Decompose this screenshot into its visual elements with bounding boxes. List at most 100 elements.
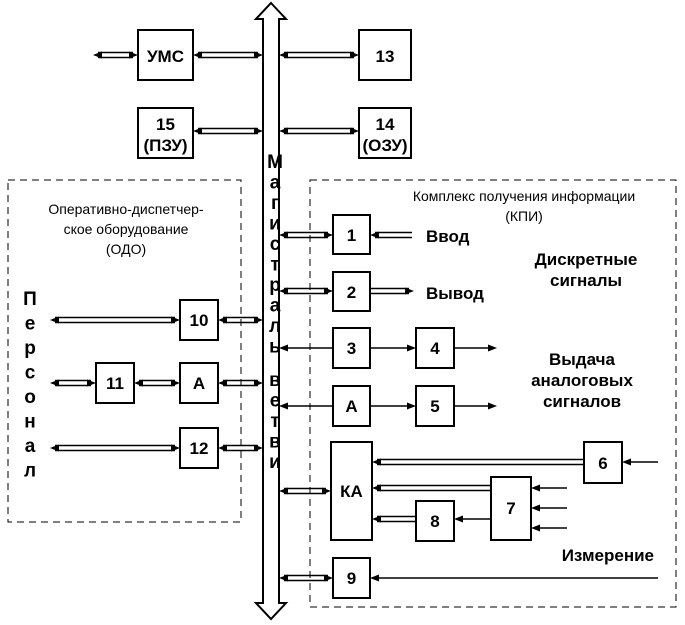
link-bus-9-arrow-right [324,574,333,582]
link-input-1-arrow [370,231,379,239]
analog-output-line3: сигналов [543,392,621,411]
block-ka: КА [330,441,373,541]
block-8-label: 8 [430,512,439,531]
block-1-label: 1 [347,226,356,245]
block-14-subtitle: (ОЗУ) [362,136,407,155]
link-personnel-12-arrow-left [50,444,59,452]
block-7: 7 [490,476,532,541]
block-14-number: 14 [376,115,395,134]
block-7-label: 7 [506,499,515,518]
block-11-label: 11 [106,374,124,393]
block-13: 13 [358,29,412,81]
block-a-left: А [179,362,219,404]
bus-label-line1-letter: а [270,296,281,317]
odo-frame [7,179,242,523]
block-15-rom: 15 (ПЗУ) [137,107,194,159]
link-4-out-arrow [488,344,497,352]
link-personnel-10-arrow-right [171,316,180,324]
link-15-bus-arrow-left [193,127,202,135]
block-10-label: 10 [190,311,209,330]
odo-title-line3: (ОДО) [106,241,146,257]
bus-label-line1-letter: а [270,173,281,194]
block-6-label: 6 [598,454,607,473]
link-a-5-arrow [407,402,416,410]
link-in-7a-arrow [531,484,540,492]
personnel-letter: а [25,436,36,457]
block-1: 1 [332,214,371,255]
link-bus-1-arrow-right [324,231,333,239]
analog-output-line2: аналоговых [531,371,633,390]
link-bus-2-arrow-right [324,287,333,295]
bus-label-line1-letter: с [270,234,281,255]
link-personnel-12-arrow-right [171,444,180,452]
input-label: Ввод [426,227,470,246]
link-in-7c-arrow [531,524,540,532]
kpi-title-line2: (КПИ) [505,208,543,224]
personnel-letter: е [25,314,36,335]
block-9: 9 [332,557,371,599]
block-5: 5 [415,385,455,427]
link-10-bus-arrow-left [218,316,227,324]
link-bus-14-arrow-right [350,127,359,135]
block-ums-label: УМС [147,47,184,66]
link-bus-13-arrow-right [350,51,359,59]
link-2-output-arrow [405,287,414,295]
block-a-right-label: А [345,397,357,416]
link-a-bus-left-arrow-left [218,379,227,387]
link-bus-ka-arrow-left [279,487,288,495]
link-5-out-arrow [488,402,497,410]
bus-label-line1-letter: М [267,152,283,173]
block-ka-label: КА [340,482,363,501]
block-3: 3 [332,327,371,369]
link-7-ka-arrow [372,484,381,492]
bus-label-line2-letter: е [270,391,281,412]
link-a-bus-arrow [279,402,288,410]
discrete-signals-line2: сигналы [550,271,622,290]
link-ums-bus-arrow-left [193,51,202,59]
link-11-a-arrow-right [171,379,180,387]
bus-label-line1-letter: р [269,275,281,296]
block-4-label: 4 [430,339,440,358]
link-bus-14-arrow-left [279,127,288,135]
link-10-bus-arrow-right [254,316,263,324]
bus-label-line1-letter: и [269,214,281,235]
block-5-label: 5 [430,397,439,416]
personnel-letter: р [24,338,36,359]
personnel-letter: н [24,412,35,433]
block-2-label: 2 [347,283,356,302]
link-ext-ums-arrow-left [93,51,102,59]
bus-label-line1-letter: т [270,255,279,276]
bus-label-line1-letter: ь [269,337,281,358]
link-in-7b-arrow [531,504,540,512]
link-12-bus-arrow-left [218,444,227,452]
bus-magistral [253,1,289,621]
block-2: 2 [332,271,371,312]
block-12: 12 [179,427,219,469]
link-bus-1-arrow-left [279,231,288,239]
link-meas-9-arrow [370,574,379,582]
link-3-4-arrow [407,344,416,352]
block-13-label: 13 [376,47,395,66]
link-bus-13-arrow-left [279,51,288,59]
link-6-ka-arrow [372,458,381,466]
link-8-ka-arrow [372,515,381,523]
link-bus-9-arrow-left [279,574,288,582]
link-bus-2-arrow-left [279,287,288,295]
link-bus-ka-arrow-right [322,487,331,495]
block-8: 8 [415,500,455,542]
block-a-left-label: А [193,374,205,393]
link-in-6-arrow [622,458,631,466]
connection-lines [50,51,658,582]
block-a-right: А [332,385,371,427]
output-label: Вывод [426,284,484,303]
analog-output-line1: Выдача [549,350,615,369]
block-15-number: 15 [156,115,175,134]
personnel-letter: П [23,289,37,310]
kpi-frame [309,179,677,608]
odo-title-line2: ское оборудование [64,221,189,237]
block-11: 11 [95,362,135,404]
